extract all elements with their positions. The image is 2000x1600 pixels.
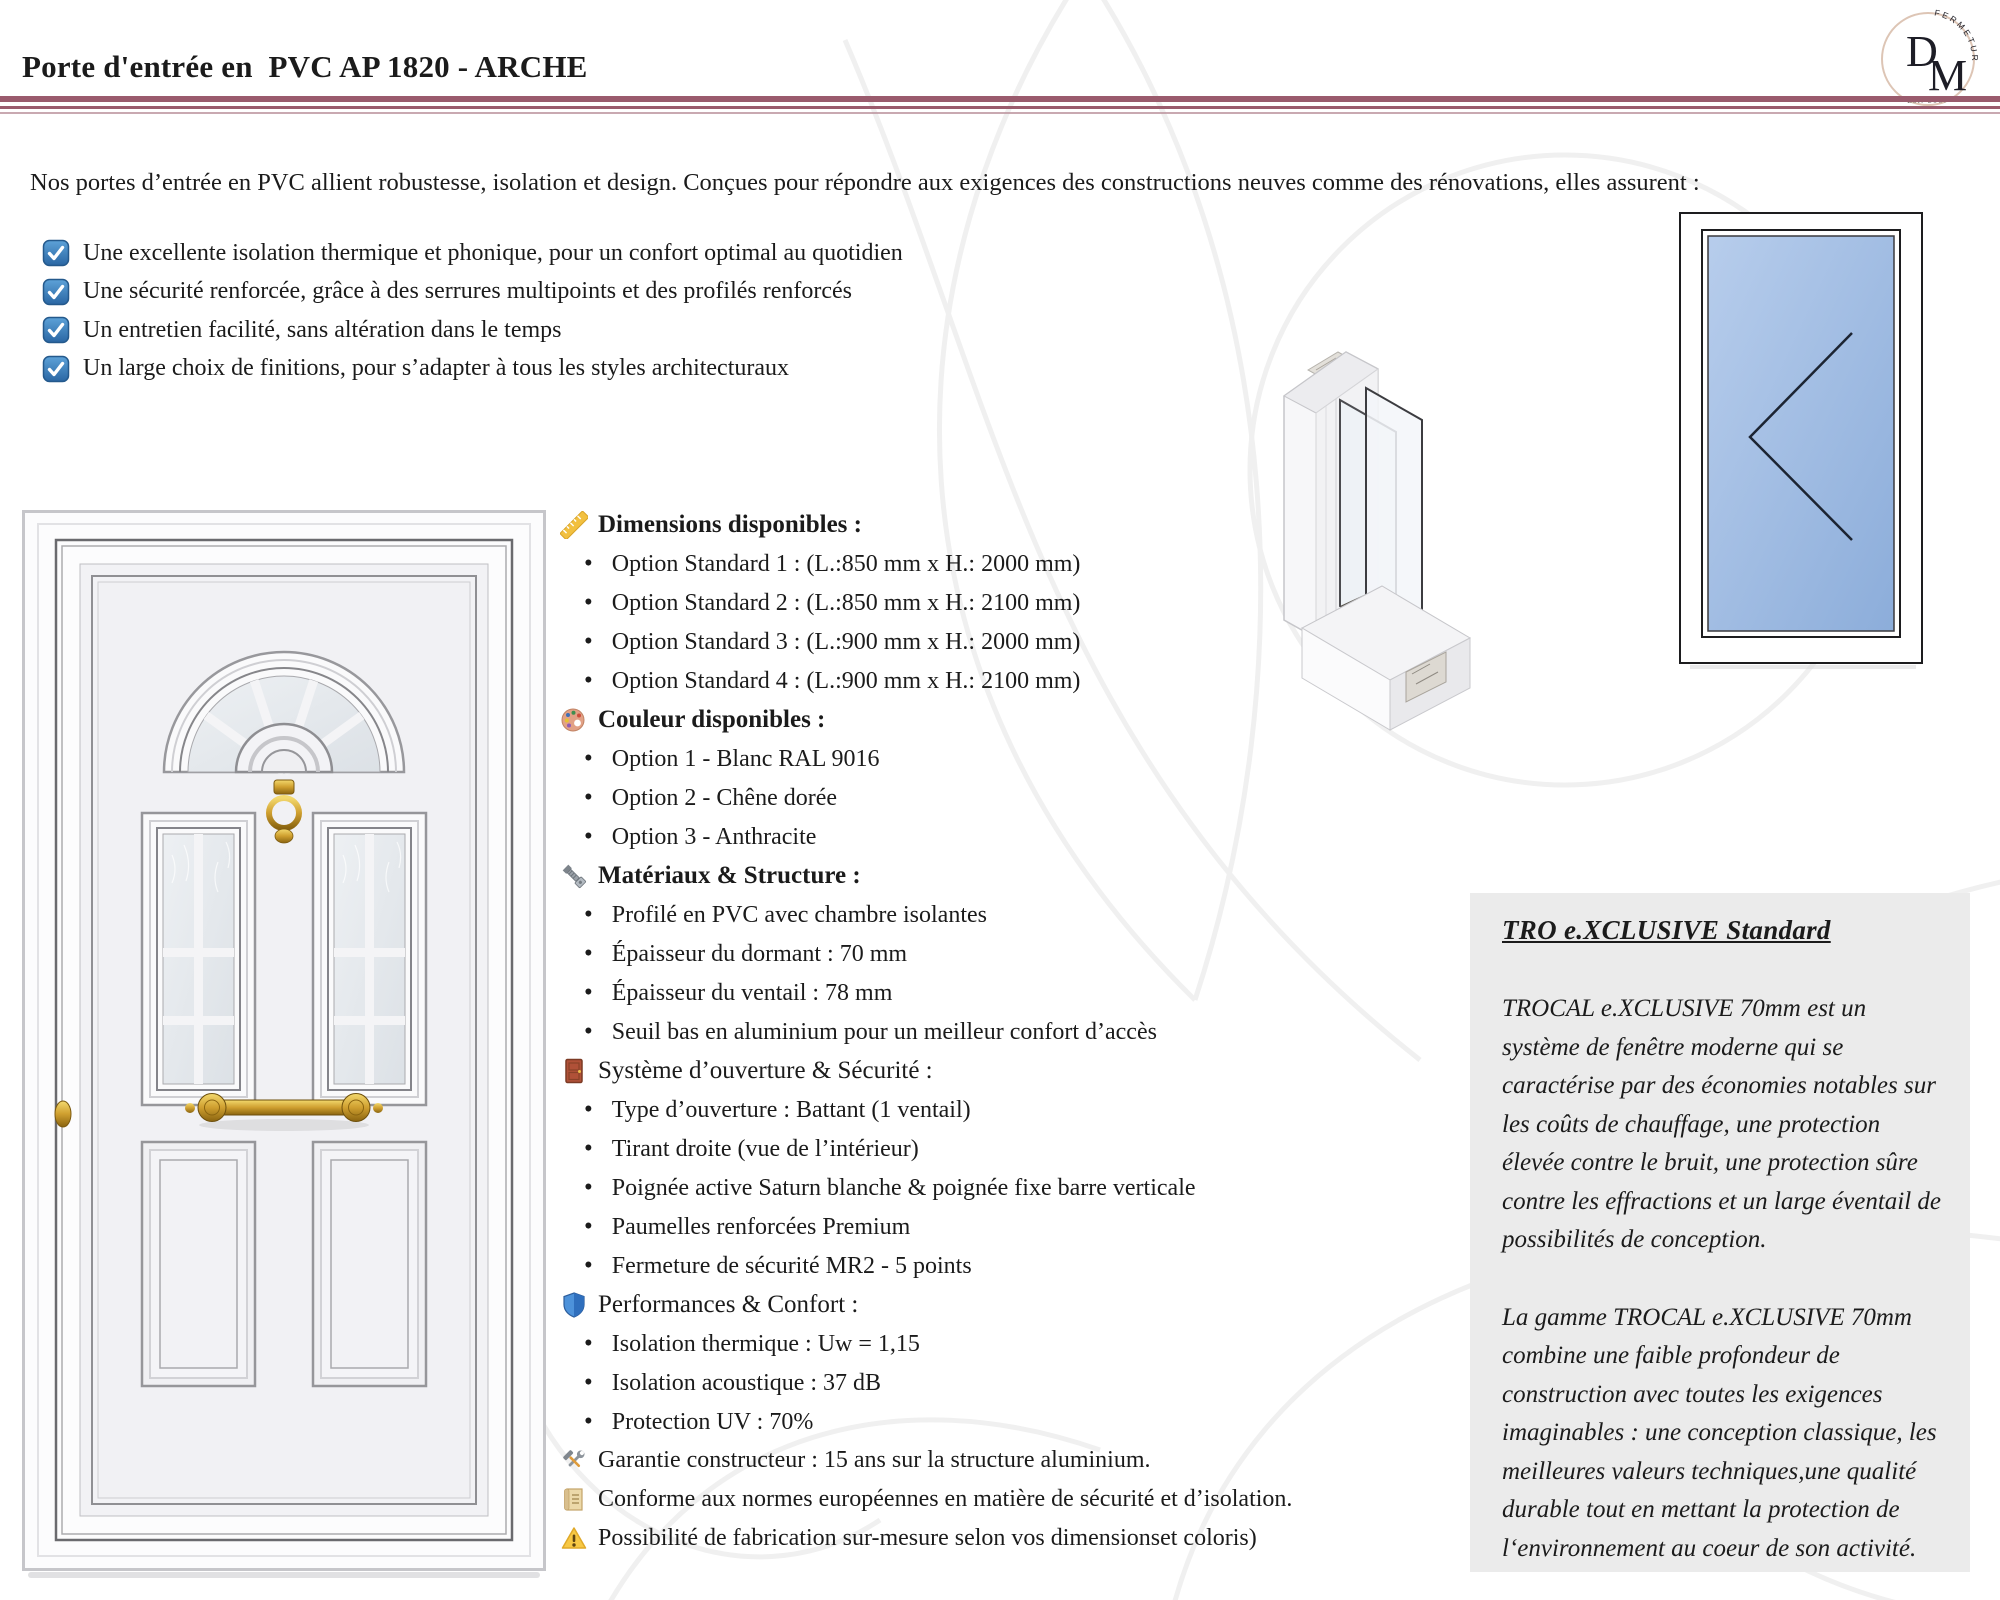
- door-handle: [185, 1093, 383, 1131]
- spec-item: Tirant droite (vue de l’intérieur): [560, 1129, 1460, 1168]
- scroll-icon: [560, 1486, 588, 1514]
- checkbox-checked-icon: [42, 278, 70, 306]
- profile-cross-section-image: [1283, 351, 1472, 731]
- door-keyhole: [54, 1100, 72, 1128]
- company-logo: FERMETURES D M Est. 2007: [1872, 4, 1978, 106]
- spec-section-header: Performances & Confort :: [560, 1285, 1460, 1324]
- spec-item: Option 3 - Anthracite: [560, 817, 1460, 856]
- spec-item: Paumelles renforcées Premium: [560, 1207, 1460, 1246]
- title-rule-medium: [0, 106, 2000, 109]
- spec-section-header: Système d’ouverture & Sécurité :: [560, 1051, 1460, 1090]
- spec-section-header: Dimensions disponibles :: [560, 505, 1460, 544]
- checkbox-checked-icon: [42, 355, 70, 383]
- opening-diagram: [1679, 212, 1923, 669]
- spec-item: Fermeture de sécurité MR2 - 5 points: [560, 1246, 1460, 1285]
- spec-item: Option Standard 4 : (L.:900 mm x H.: 210…: [560, 661, 1460, 700]
- door-icon: [560, 1057, 588, 1085]
- page-title: Porte d'entrée en PVC AP 1820 - ARCHE: [22, 48, 588, 84]
- title-rule-thin: [0, 112, 2000, 114]
- info-panel: TRO e.XCLUSIVE Standard TROCAL e.XCLUSIV…: [1470, 893, 1970, 1572]
- spec-item: Isolation thermique : Uw = 1,15: [560, 1324, 1460, 1363]
- spec-section-title: Matériaux & Structure :: [598, 861, 861, 889]
- spec-section-title: Système d’ouverture & Sécurité :: [598, 1056, 933, 1084]
- door-knocker: [266, 779, 302, 844]
- checklist-item: Un large choix de finitions, pour s’adap…: [42, 350, 903, 389]
- spec-item: Type d’ouverture : Battant (1 ventail): [560, 1090, 1460, 1129]
- checkbox-checked-icon: [42, 316, 70, 344]
- spec-footnote: Possibilité de fabrication sur-mesure se…: [560, 1519, 1460, 1558]
- spec-footnote: Conforme aux normes européennes en matiè…: [560, 1480, 1460, 1519]
- spec-item: Seuil bas en aluminium pour un meilleur …: [560, 1012, 1460, 1051]
- specs-list: Dimensions disponibles : Option Standard…: [560, 505, 1460, 1558]
- feature-checklist: Une excellente isolation thermique et ph…: [42, 234, 903, 388]
- checklist-item: Une excellente isolation thermique et ph…: [42, 234, 903, 273]
- checkbox-checked-icon: [42, 239, 70, 267]
- spec-item: Option 1 - Blanc RAL 9016: [560, 739, 1460, 778]
- spec-section-header: Matériaux & Structure :: [560, 856, 1460, 895]
- door-glass-panels: [140, 811, 428, 1107]
- info-panel-title: TRO e.XCLUSIVE Standard: [1502, 915, 1831, 945]
- logo-letter-d: D: [1906, 27, 1938, 76]
- door-product-image: [22, 510, 546, 1578]
- spec-item: Option Standard 1 : (L.:850 mm x H.: 200…: [560, 544, 1460, 583]
- ruler-icon: [560, 510, 588, 539]
- checklist-item-text: Un entretien facilité, sans altération d…: [83, 316, 562, 343]
- checklist-item-text: Une excellente isolation thermique et ph…: [83, 239, 903, 266]
- palette-icon: [560, 706, 588, 734]
- warning-icon: [560, 1525, 588, 1553]
- info-panel-paragraph: TROCAL e.XCLUSIVE 70mm est un système de…: [1502, 995, 1942, 1253]
- logo-letter-m: M: [1928, 51, 1967, 100]
- spec-item: Isolation acoustique : 37 dB: [560, 1363, 1460, 1402]
- opening-chevron: [1748, 332, 1853, 541]
- checklist-item: Un entretien facilité, sans altération d…: [42, 311, 903, 350]
- spec-item: Poignée active Saturn blanche & poignée …: [560, 1168, 1460, 1207]
- info-panel-paragraph: La gamme TROCAL e.XCLUSIVE 70mm combine …: [1502, 1303, 1937, 1562]
- checklist-item-text: Une sécurité renforcée, grâce à des serr…: [83, 278, 852, 305]
- spec-section-header: Couleur disponibles :: [560, 700, 1460, 739]
- spec-item: Option Standard 3 : (L.:900 mm x H.: 200…: [560, 622, 1460, 661]
- hammer-wrench-icon: [560, 1447, 588, 1475]
- spec-item: Option 2 - Chêne dorée: [560, 778, 1460, 817]
- spec-item: Protection UV : 70%: [560, 1402, 1460, 1441]
- spec-item: Épaisseur du ventail : 78 mm: [560, 973, 1460, 1012]
- shield-icon: [560, 1291, 588, 1319]
- spec-item: Profilé en PVC avec chambre isolantes: [560, 895, 1460, 934]
- door-lower-panels: [140, 1140, 428, 1388]
- spec-footnote: Garantie constructeur : 15 ans sur la st…: [560, 1441, 1460, 1480]
- spec-section-title: Dimensions disponibles :: [598, 510, 862, 538]
- title-rule-thick: [0, 96, 2000, 102]
- spec-item: Option Standard 2 : (L.:850 mm x H.: 210…: [560, 583, 1460, 622]
- spec-section-title: Couleur disponibles :: [598, 705, 826, 733]
- checklist-item: Une sécurité renforcée, grâce à des serr…: [42, 273, 903, 312]
- nut-and-bolt-icon: [560, 862, 588, 890]
- spec-section-title: Performances & Confort :: [598, 1290, 859, 1318]
- checklist-item-text: Un large choix de finitions, pour s’adap…: [83, 355, 790, 382]
- intro-text: Nos portes d’entrée en PVC allient robus…: [30, 168, 1700, 196]
- spec-item: Épaisseur du dormant : 70 mm: [560, 934, 1460, 973]
